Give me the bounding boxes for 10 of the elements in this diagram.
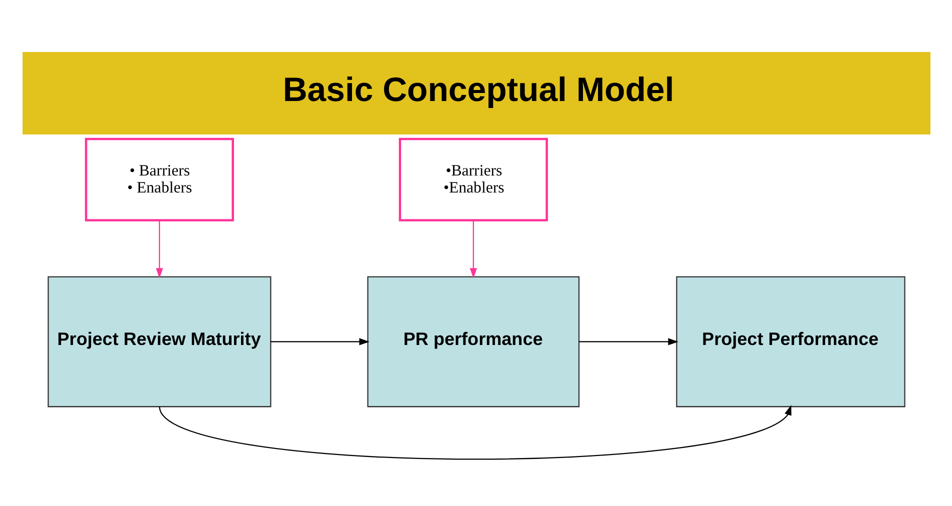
arrow (578, 338, 678, 345)
node-box: Project Performance (676, 276, 905, 407)
node-box: PR performance (366, 276, 580, 407)
arrow (155, 220, 163, 278)
node-box: Project Review Maturity (47, 276, 271, 407)
diagram-title: Basic Conceptual Model (282, 70, 674, 109)
node-box: • Barriers • Enablers (84, 137, 234, 221)
arrow (270, 338, 369, 345)
arrow (469, 220, 476, 278)
node-box: •Barriers •Enablers (398, 137, 548, 221)
